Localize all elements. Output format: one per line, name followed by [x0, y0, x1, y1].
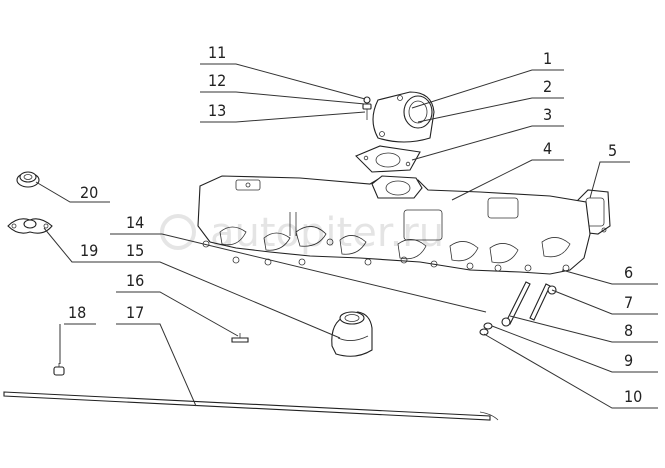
part-17-rod — [3, 391, 499, 421]
callout-6: 6 — [624, 263, 633, 282]
callout-8: 8 — [624, 321, 633, 340]
callout-18: 18 — [68, 303, 86, 322]
callout-11: 11 — [208, 43, 226, 62]
callout-16: 16 — [126, 271, 144, 290]
callout-14: 14 — [126, 213, 144, 232]
part-1-outlet-elbow — [372, 91, 435, 143]
part-11-13-stud-assembly — [362, 96, 372, 120]
part-4-manifold — [197, 175, 591, 275]
callout-2: 2 — [543, 77, 552, 96]
callout-15: 15 — [126, 241, 144, 260]
part-16-fitting — [231, 333, 249, 343]
callout-4: 4 — [543, 139, 552, 158]
part-19-flange — [7, 218, 53, 234]
callout-17: 17 — [126, 303, 144, 322]
part-20-cap — [16, 171, 40, 188]
part-15-elbow — [331, 311, 373, 357]
part-6-10-fasteners — [479, 281, 557, 336]
callout-3: 3 — [543, 105, 552, 124]
callout-19: 19 — [80, 241, 98, 260]
callout-12: 12 — [208, 71, 226, 90]
callout-13: 13 — [208, 101, 226, 120]
callout-20: 20 — [80, 183, 98, 202]
callout-numbers: 1 2 3 4 5 6 7 8 9 10 11 12 13 14 15 16 1… — [68, 43, 642, 406]
callout-9: 9 — [624, 351, 633, 370]
watermark: autopiter.ru — [160, 210, 444, 256]
part-18-bolt — [53, 363, 65, 376]
callout-10: 10 — [624, 387, 642, 406]
part-3-gasket — [355, 145, 421, 173]
callout-1: 1 — [543, 49, 552, 68]
leader-lines — [35, 63, 658, 409]
callout-7: 7 — [624, 293, 633, 312]
callout-5: 5 — [608, 141, 617, 160]
watermark-text: autopiter.ru — [210, 210, 444, 256]
